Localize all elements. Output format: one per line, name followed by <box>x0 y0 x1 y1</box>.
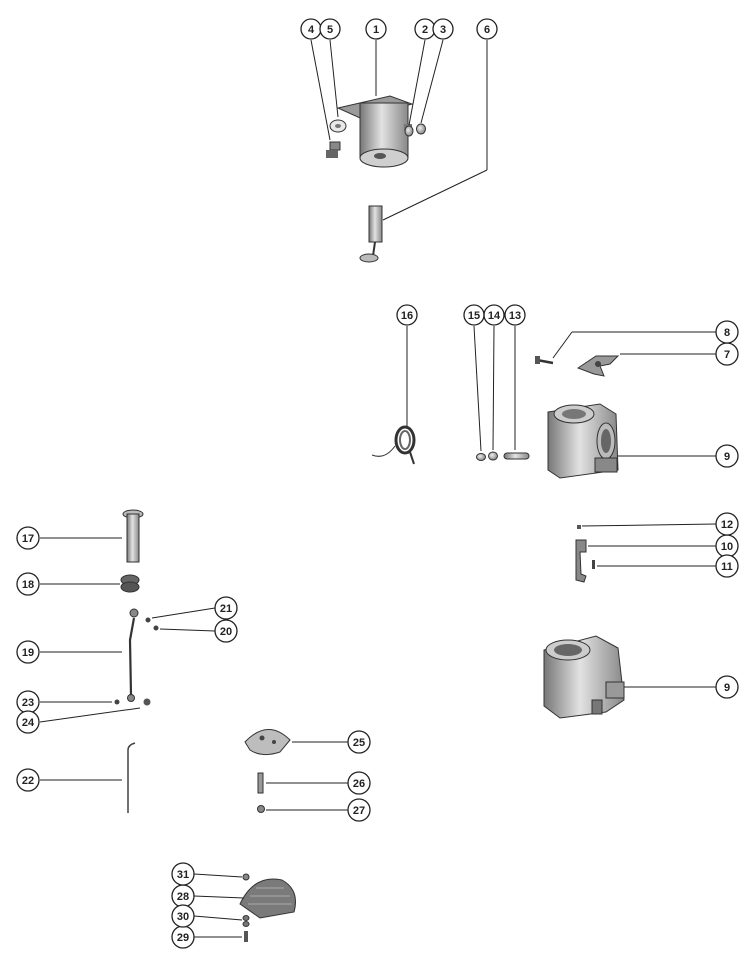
svg-text:9: 9 <box>724 451 730 463</box>
callout-4: 4 <box>300 18 322 40</box>
callout-21: 21 <box>214 596 238 620</box>
callout-24: 24 <box>16 710 40 734</box>
svg-text:30: 30 <box>177 911 189 923</box>
part-12-screw <box>577 525 581 529</box>
part-13-shaft <box>503 452 530 460</box>
part-30-washer <box>242 915 250 927</box>
callout-23: 23 <box>16 690 40 714</box>
leader-lines <box>39 39 717 938</box>
part-17-bolt <box>122 509 144 563</box>
svg-text:29: 29 <box>177 932 189 944</box>
callout-5: 5 <box>319 18 341 40</box>
callout-14: 14 <box>483 304 505 326</box>
svg-text:21: 21 <box>220 603 232 615</box>
svg-text:23: 23 <box>22 697 34 709</box>
svg-text:14: 14 <box>488 310 501 322</box>
callout-1: 1 <box>365 18 387 40</box>
callout-29: 29 <box>171 925 195 949</box>
callout-31: 31 <box>171 862 195 886</box>
part-19-link-rod <box>127 608 139 702</box>
part-20-clip <box>153 625 159 631</box>
callout-6: 6 <box>476 18 498 40</box>
callout-8: 8 <box>715 320 739 344</box>
svg-text:20: 20 <box>220 626 232 638</box>
svg-text:9: 9 <box>724 682 730 694</box>
part-27-nut <box>257 805 265 813</box>
part-31-nut <box>242 873 250 881</box>
callout-3: 3 <box>432 18 454 40</box>
svg-text:18: 18 <box>22 579 34 591</box>
svg-text:17: 17 <box>22 533 34 545</box>
svg-text:19: 19 <box>22 647 34 659</box>
callout-26: 26 <box>347 771 371 795</box>
callout-15: 15 <box>463 304 485 326</box>
part-5-washer <box>329 119 347 133</box>
svg-text:31: 31 <box>177 869 189 881</box>
part-26-pin <box>257 772 264 794</box>
part-24-clip <box>143 698 151 706</box>
callout-12: 12 <box>715 512 739 536</box>
part-7-throttle-lever <box>576 355 620 377</box>
svg-text:24: 24 <box>22 717 35 729</box>
part-11-screw <box>592 560 595 569</box>
part-6-plunger <box>359 205 383 263</box>
callout-28: 28 <box>171 884 195 908</box>
svg-text:22: 22 <box>22 775 34 787</box>
svg-text:15: 15 <box>468 310 480 322</box>
callout-27: 27 <box>347 798 371 822</box>
callout-20: 20 <box>214 619 238 643</box>
part-4-screw <box>326 141 341 158</box>
svg-text:11: 11 <box>721 561 733 573</box>
svg-text:5: 5 <box>327 24 333 36</box>
callout-9-lower: 9 <box>715 675 739 699</box>
part-29-screw <box>244 931 248 942</box>
svg-text:27: 27 <box>353 805 365 817</box>
callout-2: 2 <box>414 18 436 40</box>
part-16-spring <box>371 425 416 465</box>
callout-17: 17 <box>16 526 40 550</box>
callout-18: 18 <box>16 572 40 596</box>
part-8-screw <box>535 356 554 365</box>
svg-text:13: 13 <box>509 310 521 322</box>
part-21-clip <box>145 617 151 623</box>
callout-7: 7 <box>715 342 739 366</box>
part-25-bracket <box>244 729 291 756</box>
svg-text:8: 8 <box>724 327 730 339</box>
part-9-carburetor-body-upper <box>547 403 619 479</box>
part-9-carburetor-body-lower <box>543 635 625 719</box>
svg-text:2: 2 <box>422 24 428 36</box>
callout-22: 22 <box>16 768 40 792</box>
callout-30: 30 <box>171 904 195 928</box>
svg-text:10: 10 <box>721 541 733 553</box>
svg-text:12: 12 <box>721 519 733 531</box>
svg-text:4: 4 <box>308 24 315 36</box>
part-10-bracket <box>575 539 587 583</box>
part-23-clip <box>114 699 120 705</box>
callout-10: 10 <box>715 534 739 558</box>
part-2-lockwasher <box>404 125 414 137</box>
callout-9-upper: 9 <box>715 444 739 468</box>
svg-text:28: 28 <box>177 891 189 903</box>
callout-19: 19 <box>16 640 40 664</box>
callout-11: 11 <box>715 554 739 578</box>
part-15-washer <box>476 453 486 461</box>
part-14-washer <box>488 451 498 461</box>
callout-25: 25 <box>347 730 371 754</box>
part-22-rod <box>127 742 136 813</box>
callout-16: 16 <box>396 304 418 326</box>
part-1-solenoid <box>336 95 414 168</box>
svg-text:26: 26 <box>353 778 365 790</box>
part-28-screen-cover <box>239 878 296 919</box>
svg-text:7: 7 <box>724 349 730 361</box>
svg-text:1: 1 <box>373 24 379 36</box>
svg-text:6: 6 <box>484 24 490 36</box>
callout-13: 13 <box>504 304 526 326</box>
part-18-grommet <box>120 574 140 593</box>
svg-text:25: 25 <box>353 737 365 749</box>
svg-text:16: 16 <box>401 310 413 322</box>
svg-text:3: 3 <box>440 24 446 36</box>
part-3-nut <box>416 123 426 135</box>
